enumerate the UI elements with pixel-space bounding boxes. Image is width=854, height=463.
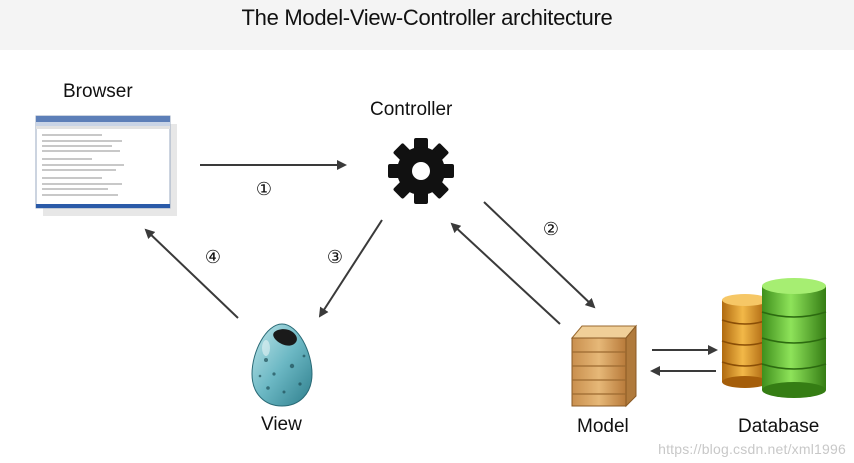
database-label: Database bbox=[738, 416, 820, 437]
browser-window-icon bbox=[35, 115, 177, 216]
step-4-label: ④ bbox=[204, 247, 222, 267]
step-2-label: ② bbox=[542, 219, 560, 239]
egg-icon bbox=[251, 323, 313, 407]
arrow-model-to-controller bbox=[450, 222, 561, 325]
view-label: View bbox=[261, 414, 302, 435]
arrow-controller-to-model bbox=[483, 201, 596, 309]
database-icon bbox=[721, 278, 827, 398]
diagram-title: The Model-View-Controller architecture bbox=[241, 5, 613, 30]
model-label: Model bbox=[577, 416, 629, 437]
watermark: https://blog.csdn.net/xml1996 bbox=[658, 441, 846, 457]
wooden-crate-icon bbox=[570, 324, 638, 408]
gear-icon bbox=[388, 138, 454, 204]
arrow-view-to-browser bbox=[144, 228, 239, 319]
arrow-controller-to-view bbox=[318, 219, 383, 318]
step-1-label: ① bbox=[255, 179, 273, 199]
controller-label: Controller bbox=[370, 99, 453, 120]
browser-label: Browser bbox=[63, 81, 133, 102]
title-bar bbox=[0, 0, 854, 50]
step-3-label: ③ bbox=[326, 247, 344, 267]
